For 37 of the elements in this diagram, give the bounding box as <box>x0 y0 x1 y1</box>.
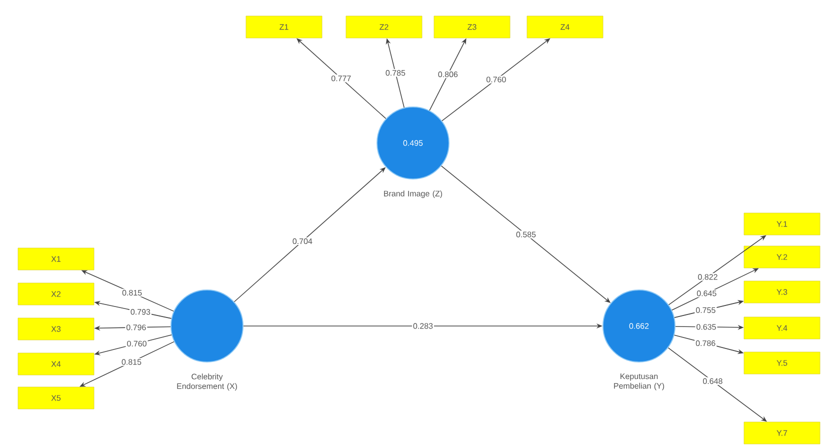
edge-label: 0.635 <box>695 323 718 331</box>
edge-label: 0.796 <box>125 324 148 332</box>
edge-label: 0.815 <box>121 288 144 297</box>
indicator-box: X5 <box>18 386 94 410</box>
edge-label: 0.760 <box>485 76 508 84</box>
edge-label: 0.777 <box>330 74 352 82</box>
edge-label: 0.793 <box>129 308 152 316</box>
edge-label: 0.755 <box>694 306 717 314</box>
indicator-box: X3 <box>18 318 94 340</box>
indicator-box: Z2 <box>346 16 422 38</box>
indicator-box: Z1 <box>246 16 322 38</box>
edge-label: 0.648 <box>702 377 724 385</box>
indicator-box: Y.7 <box>744 422 820 444</box>
edge-label: 0.815 <box>120 358 143 366</box>
construct-label: Brand Image (Z) <box>384 190 442 198</box>
edge-label: 0.822 <box>696 273 719 281</box>
indicator-box: Z4 <box>526 16 604 38</box>
construct-label: Keputusan Pembelian (Y) <box>614 374 664 390</box>
indicator-box: Y.1 <box>744 212 820 236</box>
edge-label: 0.760 <box>126 340 148 348</box>
edge-label: 0.283 <box>412 322 434 330</box>
indicator-box: Y.5 <box>744 352 820 374</box>
indicator-box: Y.2 <box>744 246 820 268</box>
edge-label: 0.585 <box>515 230 538 238</box>
construct-circle <box>170 290 244 362</box>
indicator-box: Z3 <box>434 16 510 38</box>
edge-label: 0.645 <box>696 290 718 298</box>
construct-label: Celebrity Endorsement (X) <box>177 374 237 391</box>
indicator-box: Y.3 <box>744 280 820 304</box>
edge-label: 0.704 <box>291 237 314 246</box>
indicator-box: Y.4 <box>744 316 820 340</box>
indicator-box: X1 <box>18 248 94 270</box>
indicator-box: X4 <box>18 352 94 376</box>
edge-label: 0.786 <box>694 339 717 348</box>
indicator-box: X2 <box>18 282 94 306</box>
edge-label: 0.806 <box>436 70 459 78</box>
edge-label: 0.785 <box>384 69 406 77</box>
